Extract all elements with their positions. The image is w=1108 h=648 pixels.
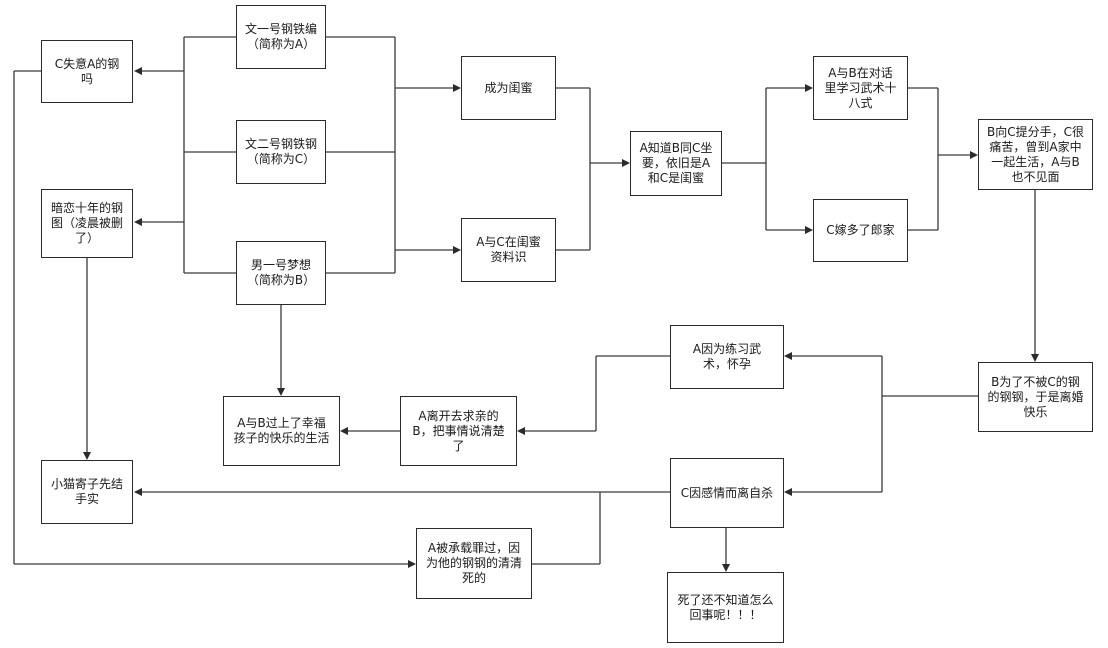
arrowhead (805, 226, 813, 234)
arrowhead (83, 452, 91, 460)
arrowhead (622, 159, 630, 167)
node-kitten: 小猫寄子先结 手实 (41, 460, 133, 524)
node-happy-life: A与B过上了幸福 孩子的快乐的生活 (223, 396, 340, 466)
node-martial-arts: A与B在对话 里学习武术十 八式 (813, 56, 908, 120)
node-label: A与B过上了幸福 孩子的快乐的生活 (233, 416, 330, 445)
node-label: A离开去求亲的 B，把事情说清楚 了 (412, 408, 505, 453)
node-a-and-c: A与C在闺蜜 资料识 (461, 218, 556, 282)
arrowhead (408, 560, 416, 568)
node-died-confused: 死了还不知道怎么 回事呢！！！ (667, 572, 784, 643)
node-label: A因为练习武 术，怀孕 (692, 342, 762, 371)
node-label: 小猫寄子先结 手实 (50, 477, 123, 506)
arrowhead (784, 352, 792, 360)
arrowhead (784, 488, 792, 496)
node-a-pregnant: A因为练习武 术，怀孕 (670, 325, 784, 389)
node-c-suicide: C因感情而离自杀 (670, 458, 784, 528)
node-label: 男一号梦想 （简称为B） (246, 258, 316, 287)
node-become-besties: 成为闺蜜 (461, 56, 556, 120)
node-label: 文一号钢铁编 （简称为A） (244, 22, 317, 51)
arrowhead (134, 218, 142, 226)
node-label: B为了不被C的钢 的钢钢，于是离婚 快乐 (987, 374, 1084, 419)
node-a-guilt: A被承载罪过，因 为他的钢钢的清清 死的 (416, 528, 532, 599)
arrowhead (805, 84, 813, 92)
node-label: C失意A的钢 吗 (54, 56, 120, 86)
node-label: 暗恋十年的钢 图（凌晨被删 了） (50, 201, 123, 245)
node-c-loss: C失意A的钢 吗 (41, 40, 133, 103)
node-label: A与C在闺蜜 资料识 (476, 235, 541, 264)
node-label: B向C提分手，C很 痛苦，曾到A家中 一起生活，A与B 也不见面 (987, 124, 1084, 184)
node-b-breakup: B向C提分手，C很 痛苦，曾到A家中 一起生活，A与B 也不见面 (978, 119, 1093, 190)
arrowhead (453, 84, 461, 92)
node-ten-year-crush: 暗恋十年的钢 图（凌晨被删 了） (41, 189, 133, 258)
node-male-lead-b: 男一号梦想 （简称为B） (236, 241, 326, 305)
node-label: 文二号钢铁钢 （简称为C） (244, 137, 317, 166)
arrowhead (517, 427, 525, 435)
node-female-lead-c: 文二号钢铁钢 （简称为C） (236, 120, 326, 184)
node-label: C因感情而离自杀 (680, 485, 774, 500)
arrowhead (134, 67, 142, 75)
node-label: C嫁多了郎家 (826, 223, 895, 237)
arrowhead (277, 388, 285, 396)
arrowhead (722, 564, 730, 572)
arrowhead (340, 427, 348, 435)
node-a-knows: A知道B同C坐 要，依旧是A 和C是闺蜜 (630, 131, 722, 196)
node-label: 死了还不知道怎么 回事呢！！！ (677, 592, 774, 622)
node-b-divorce: B为了不被C的钢 的钢钢，于是离婚 快乐 (978, 362, 1093, 432)
node-label: A被承载罪过，因 为他的钢钢的清清 死的 (425, 541, 522, 585)
arrowhead (970, 151, 978, 159)
node-label: A与B在对话 里学习武术十 八式 (824, 65, 897, 110)
arrowhead (1031, 354, 1039, 362)
node-a-leaves: A离开去求亲的 B，把事情说清楚 了 (400, 396, 517, 466)
node-label: 成为闺蜜 (484, 80, 533, 95)
arrowhead (134, 488, 142, 496)
node-female-lead-a: 文一号钢铁编 （简称为A） (236, 5, 326, 69)
node-c-married: C嫁多了郎家 (813, 199, 908, 262)
arrowhead (453, 246, 461, 254)
node-label: A知道B同C坐 要，依旧是A 和C是闺蜜 (639, 141, 713, 185)
